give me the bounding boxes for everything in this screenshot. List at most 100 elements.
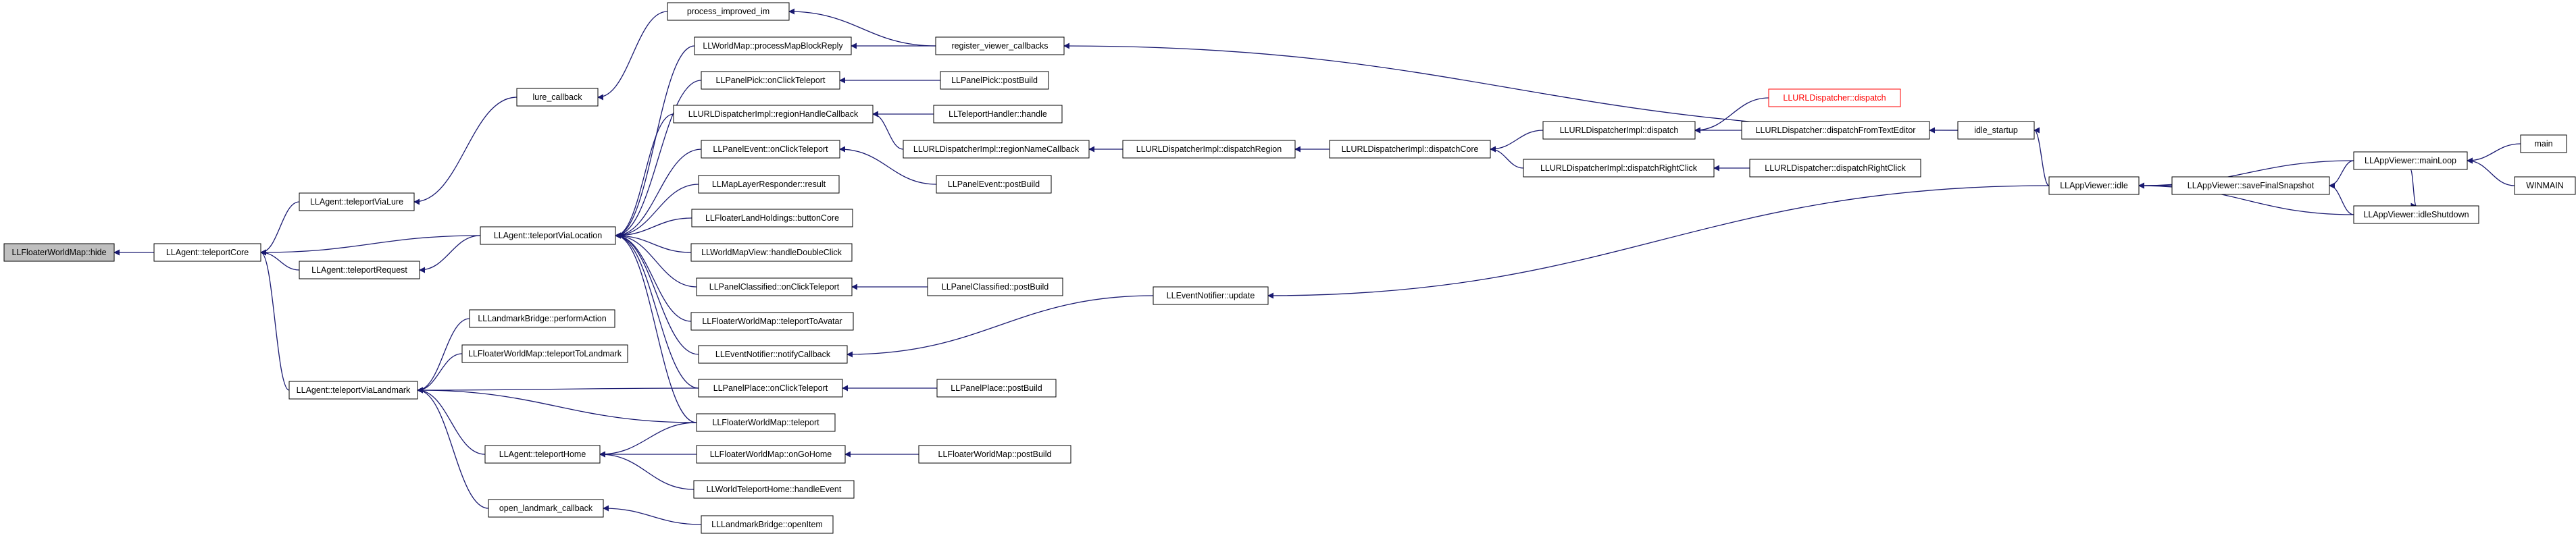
node-hide[interactable]: LLFloaterWorldMap::hide (3, 243, 115, 262)
node-save-final-snapshot[interactable]: LLAppViewer::saveFinalSnapshot (2171, 176, 2330, 195)
node-teleport-handler-handle[interactable]: LLTeleportHandler::handle (933, 105, 1063, 124)
node-teleport-home[interactable]: LLAgent::teleportHome (484, 445, 601, 464)
node-box[interactable] (927, 277, 1063, 296)
node-box[interactable] (1768, 88, 1901, 107)
node-box[interactable] (299, 192, 415, 211)
node-box[interactable] (933, 105, 1063, 124)
node-place-post-build[interactable]: LLPanelPlace::postBuild (936, 379, 1057, 398)
node-teleport-core[interactable]: LLAgent::teleportCore (153, 243, 261, 262)
node-box[interactable] (461, 344, 628, 363)
node-box[interactable] (1749, 159, 1921, 178)
node-box[interactable] (701, 71, 840, 90)
node-box[interactable] (153, 243, 261, 262)
node-lure-callback[interactable]: lure_callback (516, 88, 599, 107)
node-teleport-via-location[interactable]: LLAgent::teleportViaLocation (480, 226, 616, 245)
node-dispatch-region[interactable]: LLURLDispatcherImpl::dispatchRegion (1122, 140, 1296, 159)
node-box[interactable] (1122, 140, 1296, 159)
node-box[interactable] (936, 175, 1052, 194)
node-pick-on-click-teleport[interactable]: LLPanelPick::onClickTeleport (701, 71, 840, 90)
node-classified-on-click-teleport[interactable]: LLPanelClassified::onClickTeleport (696, 277, 853, 296)
node-dispatcher-dispatch[interactable]: LLURLDispatcher::dispatch (1768, 88, 1901, 107)
node-box[interactable] (3, 243, 115, 262)
node-teleport-to-landmark[interactable]: LLFloaterWorldMap::teleportToLandmark (461, 344, 628, 363)
node-box[interactable] (673, 105, 874, 124)
node-land-holdings-button-core[interactable]: LLFloaterLandHoldings::buttonCore (691, 209, 853, 227)
node-box[interactable] (940, 71, 1049, 90)
node-landmark-bridge-perform[interactable]: LLLandmarkBridge::performAction (469, 309, 615, 328)
node-box[interactable] (701, 515, 834, 534)
node-box[interactable] (935, 36, 1065, 55)
node-box[interactable] (1329, 140, 1491, 159)
node-box[interactable] (2353, 205, 2479, 224)
node-box[interactable] (2520, 134, 2567, 153)
node-box[interactable] (2171, 176, 2330, 195)
node-event-on-click-teleport[interactable]: LLPanelEvent::onClickTeleport (701, 140, 840, 159)
node-region-handle-callback[interactable]: LLURLDispatcherImpl::regionHandleCallbac… (673, 105, 874, 124)
node-box[interactable] (918, 445, 1071, 464)
node-open-landmark-callback[interactable]: open_landmark_callback (488, 499, 604, 518)
node-pick-post-build[interactable]: LLPanelPick::postBuild (940, 71, 1049, 90)
node-map-layer-result[interactable]: LLMapLayerResponder::result (698, 175, 840, 194)
node-box[interactable] (299, 261, 420, 279)
node-box[interactable] (691, 209, 853, 227)
node-idle-startup[interactable]: idle_startup (1957, 121, 2035, 140)
node-box[interactable] (693, 480, 855, 499)
node-landmark-bridge-open-item[interactable]: LLLandmarkBridge::openItem (701, 515, 834, 534)
node-box[interactable] (2048, 176, 2140, 195)
node-dispatch-core[interactable]: LLURLDispatcherImpl::dispatchCore (1329, 140, 1491, 159)
node-world-map-teleport[interactable]: LLFloaterWorldMap::teleport (696, 413, 836, 432)
node-box[interactable] (903, 140, 1090, 159)
node-impl-dispatch[interactable]: LLURLDispatcherImpl::dispatch (1542, 121, 1696, 140)
node-event-notifier-notify[interactable]: LLEventNotifier::notifyCallback (698, 345, 848, 364)
node-teleport-via-lure[interactable]: LLAgent::teleportViaLure (299, 192, 415, 211)
node-dispatcher-dispatch-right-click[interactable]: LLURLDispatcher::dispatchRightClick (1749, 159, 1921, 178)
node-box[interactable] (690, 312, 854, 331)
node-idle-shutdown[interactable]: LLAppViewer::idleShutdown (2353, 205, 2479, 224)
node-box[interactable] (694, 36, 852, 55)
node-box[interactable] (469, 309, 615, 328)
node-box[interactable] (1153, 286, 1269, 305)
node-box[interactable] (698, 345, 848, 364)
node-box[interactable] (701, 140, 840, 159)
node-process-improved-im[interactable]: process_improved_im (667, 2, 790, 21)
node-world-teleport-home-event[interactable]: LLWorldTeleportHome::handleEvent (693, 480, 855, 499)
node-box[interactable] (936, 379, 1057, 398)
node-box[interactable] (1741, 121, 1930, 140)
node-world-map-post-build[interactable]: LLFloaterWorldMap::postBuild (918, 445, 1071, 464)
node-main[interactable]: main (2520, 134, 2567, 153)
node-box[interactable] (690, 243, 853, 262)
node-box[interactable] (288, 381, 418, 400)
node-main-loop[interactable]: LLAppViewer::mainLoop (2353, 151, 2468, 170)
node-app-viewer-idle[interactable]: LLAppViewer::idle (2048, 176, 2140, 195)
node-register-viewer-callbacks[interactable]: register_viewer_callbacks (935, 36, 1065, 55)
node-region-name-callback[interactable]: LLURLDispatcherImpl::regionNameCallback (903, 140, 1090, 159)
node-box[interactable] (696, 277, 853, 296)
node-winmain[interactable]: WINMAIN (2514, 176, 2576, 195)
node-classified-post-build[interactable]: LLPanelClassified::postBuild (927, 277, 1063, 296)
node-box[interactable] (1542, 121, 1696, 140)
node-box[interactable] (1523, 159, 1715, 178)
node-on-go-home[interactable]: LLFloaterWorldMap::onGoHome (696, 445, 846, 464)
node-box[interactable] (1957, 121, 2035, 140)
node-box[interactable] (516, 88, 599, 107)
node-process-map-block-reply[interactable]: LLWorldMap::processMapBlockReply (694, 36, 852, 55)
node-world-map-view-double-click[interactable]: LLWorldMapView::handleDoubleClick (690, 243, 853, 262)
node-place-on-click-teleport[interactable]: LLPanelPlace::onClickTeleport (698, 379, 843, 398)
node-box[interactable] (698, 175, 840, 194)
node-teleport-request[interactable]: LLAgent::teleportRequest (299, 261, 420, 279)
node-box[interactable] (696, 413, 836, 432)
node-box[interactable] (698, 379, 843, 398)
node-box[interactable] (480, 226, 616, 245)
node-box[interactable] (2353, 151, 2468, 170)
node-box[interactable] (488, 499, 604, 518)
node-event-notifier-update[interactable]: LLEventNotifier::update (1153, 286, 1269, 305)
node-box[interactable] (484, 445, 601, 464)
node-box[interactable] (2514, 176, 2576, 195)
node-teleport-to-avatar[interactable]: LLFloaterWorldMap::teleportToAvatar (690, 312, 854, 331)
node-teleport-via-landmark[interactable]: LLAgent::teleportViaLandmark (288, 381, 418, 400)
node-box[interactable] (667, 2, 790, 21)
node-impl-dispatch-right-click[interactable]: LLURLDispatcherImpl::dispatchRightClick (1523, 159, 1715, 178)
node-box[interactable] (696, 445, 846, 464)
node-event-post-build[interactable]: LLPanelEvent::postBuild (936, 175, 1052, 194)
node-dispatch-from-text-editor[interactable]: LLURLDispatcher::dispatchFromTextEditor (1741, 121, 1930, 140)
